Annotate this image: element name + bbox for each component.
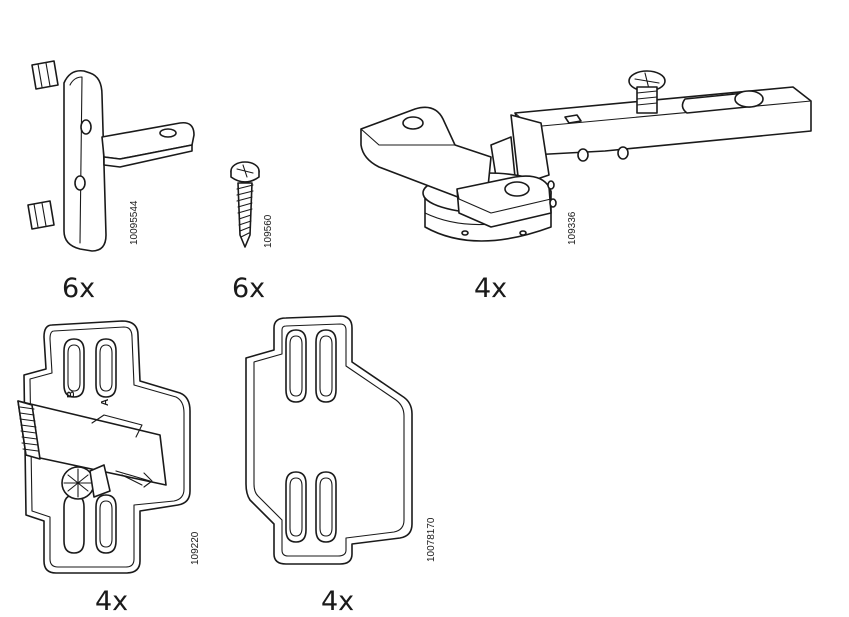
- part-mounting-plate-with-screw: B A 109220: [12, 315, 212, 575]
- part-code: 109336: [567, 211, 578, 245]
- part-screw: 109560: [225, 155, 285, 255]
- spacer-plate-icon: [240, 310, 440, 570]
- quantity-label: 4x: [474, 273, 508, 304]
- quantity-label: 6x: [232, 273, 266, 304]
- hinge-mounting-plate-icon: [12, 315, 212, 575]
- plate-label-b: B: [66, 390, 77, 398]
- part-hinge: 109336: [355, 65, 825, 255]
- part-dowel-bracket: 10095544: [20, 55, 200, 255]
- quantity-label: 4x: [321, 586, 355, 617]
- screw-icon: [225, 155, 285, 255]
- part-code: 109220: [190, 531, 201, 565]
- cabinet-hinge-icon: [355, 65, 825, 255]
- plate-label-a: A: [100, 398, 111, 406]
- part-code: 10095544: [129, 200, 140, 246]
- quantity-label: 4x: [95, 586, 129, 617]
- part-code: 10078170: [426, 517, 437, 563]
- part-code: 109560: [263, 214, 274, 248]
- quantity-label: 6x: [62, 273, 96, 304]
- two-pin-bracket-icon: [20, 55, 200, 255]
- part-mounting-plate-spacer: 10078170: [240, 310, 440, 570]
